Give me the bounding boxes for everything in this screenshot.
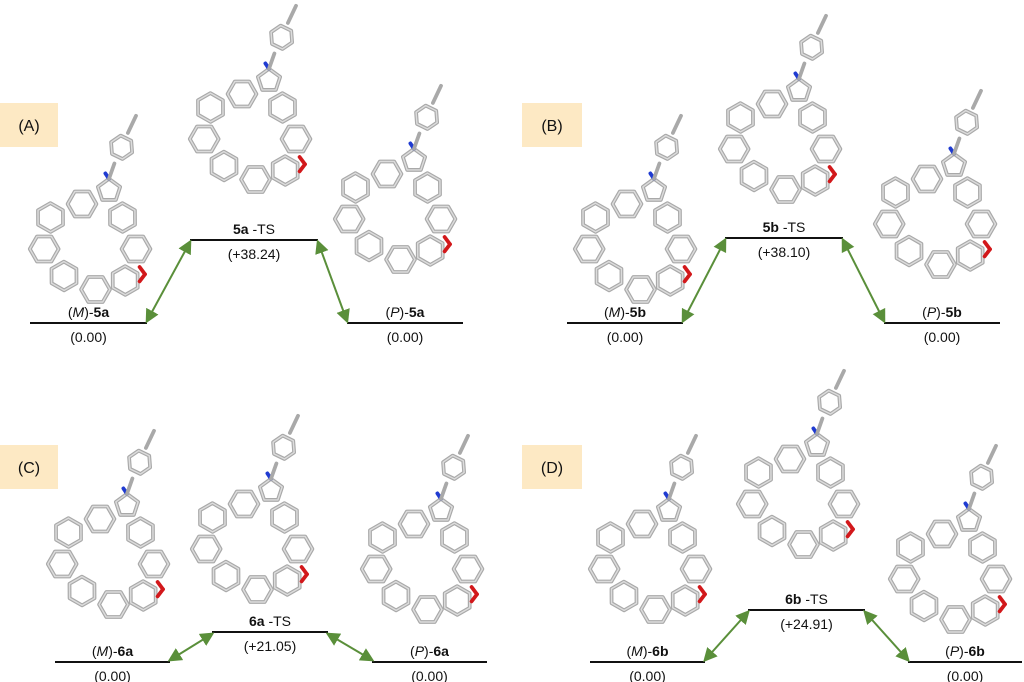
transition-arrow-left (167, 632, 215, 662)
right-isomer-label: (P)-6a (410, 643, 449, 659)
transition-state-label: 5a -TS (233, 221, 275, 237)
panel-badge: (C) (0, 445, 58, 489)
molecule-p-isomer-icon (332, 83, 458, 274)
panel-b: (B) (M)-5b (0.00) (P)-5b (0.00) 5b -TS (+38.10… (522, 13, 1000, 345)
molecule-m-isomer-icon (587, 433, 713, 624)
transition-state-label: 6a -TS (249, 613, 291, 629)
left-isomer-energy: (0.00) (607, 329, 644, 345)
transition-arrow-right (325, 632, 375, 662)
molecule-p-isomer-icon (872, 88, 998, 279)
molecule-p-isomer-icon (359, 433, 485, 624)
panel-a: (A) (M)-5a (0.00) (P)-5a (0.00) 5a -TS (+38.24… (0, 3, 463, 345)
right-isomer-label: (P)-5b (922, 304, 962, 320)
transition-state-label: 6b -TS (785, 591, 828, 607)
transition-arrow-right (863, 609, 910, 663)
panel-badge-label: (D) (541, 460, 563, 477)
transition-arrow-left (681, 237, 727, 324)
right-isomer-energy: (0.00) (947, 668, 984, 682)
transition-state-energy: (+38.10) (758, 244, 811, 260)
panel-badge-label: (A) (18, 118, 39, 135)
left-isomer-label: (M)-6a (92, 643, 133, 659)
transition-arrow-left (145, 239, 192, 324)
panel-badge: (D) (522, 445, 582, 489)
left-isomer-label: (M)-6b (626, 643, 668, 659)
left-isomer-label: (M)-5a (68, 304, 109, 320)
molecule-p-isomer-icon (887, 443, 1013, 634)
panel-badge-label: (B) (541, 118, 562, 135)
panel-badge: (A) (0, 103, 58, 147)
panel-badge-label: (C) (18, 460, 40, 477)
panel-d: (D) (M)-6b (0.00) (P)-6b (0.00) 6b -TS (+24.91… (522, 368, 1022, 682)
panel-c: (C) (M)-6a (0.00) (P)-6a (0.00) 6a -TS (+21.05… (0, 413, 487, 682)
transition-arrow-left (703, 609, 750, 663)
molecule-transition-state-icon (189, 413, 315, 604)
left-isomer-label: (M)-5b (604, 304, 646, 320)
right-isomer-label: (P)-5a (386, 304, 425, 320)
left-isomer-energy: (0.00) (94, 668, 131, 682)
right-isomer-label: (P)-6b (945, 643, 985, 659)
molecule-transition-state-icon (717, 13, 843, 204)
right-isomer-energy: (0.00) (411, 668, 448, 682)
left-isomer-energy: (0.00) (70, 329, 107, 345)
molecule-transition-state-icon (735, 368, 861, 559)
molecule-m-isomer-icon (572, 113, 698, 304)
right-isomer-energy: (0.00) (387, 329, 424, 345)
transition-state-energy: (+38.24) (228, 246, 281, 262)
right-isomer-energy: (0.00) (924, 329, 961, 345)
transition-arrow-right (315, 239, 350, 324)
left-isomer-energy: (0.00) (629, 668, 666, 682)
transition-state-energy: (+21.05) (244, 638, 297, 654)
transition-arrow-right (841, 237, 886, 324)
molecule-m-isomer-icon (27, 113, 153, 304)
transition-state-energy: (+24.91) (780, 616, 833, 632)
transition-state-label: 5b -TS (763, 219, 806, 235)
molecule-m-isomer-icon (45, 428, 171, 619)
molecule-transition-state-icon (187, 3, 313, 194)
panel-badge: (B) (522, 103, 582, 147)
